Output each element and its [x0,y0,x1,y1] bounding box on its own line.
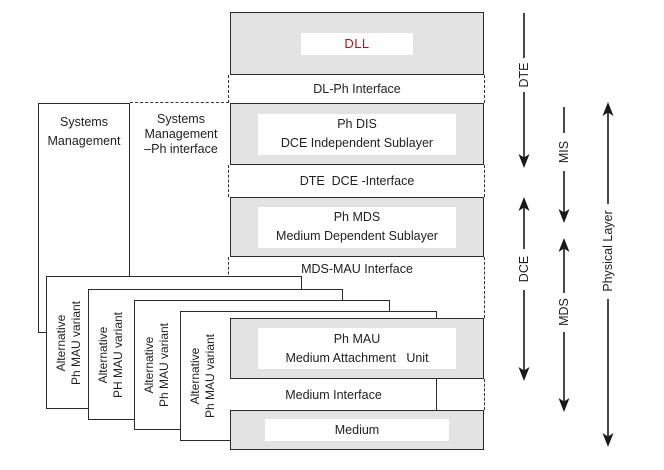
ph-mds-line2: Medium Dependent Sublayer [276,229,438,243]
dtedce-gap-dash-right [484,165,485,197]
alt-box-3-label-strip: Alternative Ph MAU variant [135,301,179,429]
ph-dis-box: Ph DIS DCE Independent Sublayer [230,103,484,165]
ph-dis-line2: DCE Independent Sublayer [280,136,434,150]
mdsmau-gap-dash-right [484,257,485,318]
ph-mds-line1: Ph MDS [333,210,381,224]
dce-label: DCE [517,256,531,282]
dte-arrowhead-down-icon [518,154,530,168]
mds-arrowhead-up-icon [558,238,570,252]
sm-ph-interface-line2: Management [144,127,218,141]
mis-arrowhead-down-icon [558,209,570,223]
mis-label: MIS [557,141,571,163]
ph-mau-line2: Medium Attachment Unit [285,350,429,365]
dll-box: DLL [230,12,484,75]
medium-label: Medium [265,419,449,441]
alt-box-4-line2: Ph MAU variant [203,333,217,419]
sm-ph-interface-line3: –Ph interface [144,142,218,156]
dce-arrowhead-up-icon [518,197,530,211]
alt-box-1-label-strip: Alternative Ph MAU variant [47,277,91,408]
medium-gap-dash-right [484,379,485,410]
scope-arrows: DTE MIS DCE MDS Physical Layer [517,13,615,447]
alt-box-2-line2: PH MAU variant [111,311,125,398]
sm-ph-interface-line1: Systems [157,112,205,126]
alt-box-3-line1: Alternative [142,336,156,394]
dl-ph-interface-label: DL-Ph Interface [313,82,401,96]
dlph-gap-dash-left [228,75,229,103]
alt-box-4-label-strip: Alternative Ph MAU variant [181,312,225,440]
sm-ph-boundary-dashed-line [130,102,229,103]
medium-box: Medium [230,410,484,450]
alt-box-3-line2: Ph MAU variant [157,322,171,408]
ph-mds-label: Ph MDS Medium Dependent Sublayer [258,206,456,248]
dte-dce-interface-label: DTE DCE -Interface [299,174,415,188]
ph-mau-box: Ph MAU Medium Attachment Unit [230,318,484,379]
dte-label: DTE [517,63,531,88]
ph-mau-label: Ph MAU Medium Attachment Unit [258,328,456,369]
mds-arrowhead-down-icon [558,398,570,412]
physical-layer-arrowhead-down-icon [602,433,614,447]
ph-dis-line1: Ph DIS [337,117,377,131]
dtedce-gap-dash-left [228,165,229,197]
ph-mds-box: Ph MDS Medium Dependent Sublayer [230,197,484,257]
dll-label: DLL [301,32,413,55]
dce-arrowhead-down-icon [518,367,530,381]
alt-box-2-label-strip: Alternative PH MAU variant [89,290,133,419]
physical-layer-arrowhead-up-icon [602,102,614,116]
mds-label: MDS [557,298,571,326]
systems-management-line2: Management [47,134,121,148]
alt-box-1-line2: Ph MAU variant [69,300,83,385]
dll-text: DLL [344,36,370,51]
sm-ph-interface-label: Systems Management –Ph interface [136,112,226,157]
ph-dis-label: Ph DIS DCE Independent Sublayer [258,113,456,155]
physical-layer-label: Physical Layer [601,210,615,291]
alt-box-4-line1: Alternative [188,347,202,405]
dlph-gap-dash-right [484,75,485,103]
ph-mau-line1: Ph MAU [333,331,381,346]
alt-box-2-line1: Alternative [96,326,110,383]
systems-management-line1: Systems [60,115,108,129]
alt-box-1-line1: Alternative [54,314,68,371]
